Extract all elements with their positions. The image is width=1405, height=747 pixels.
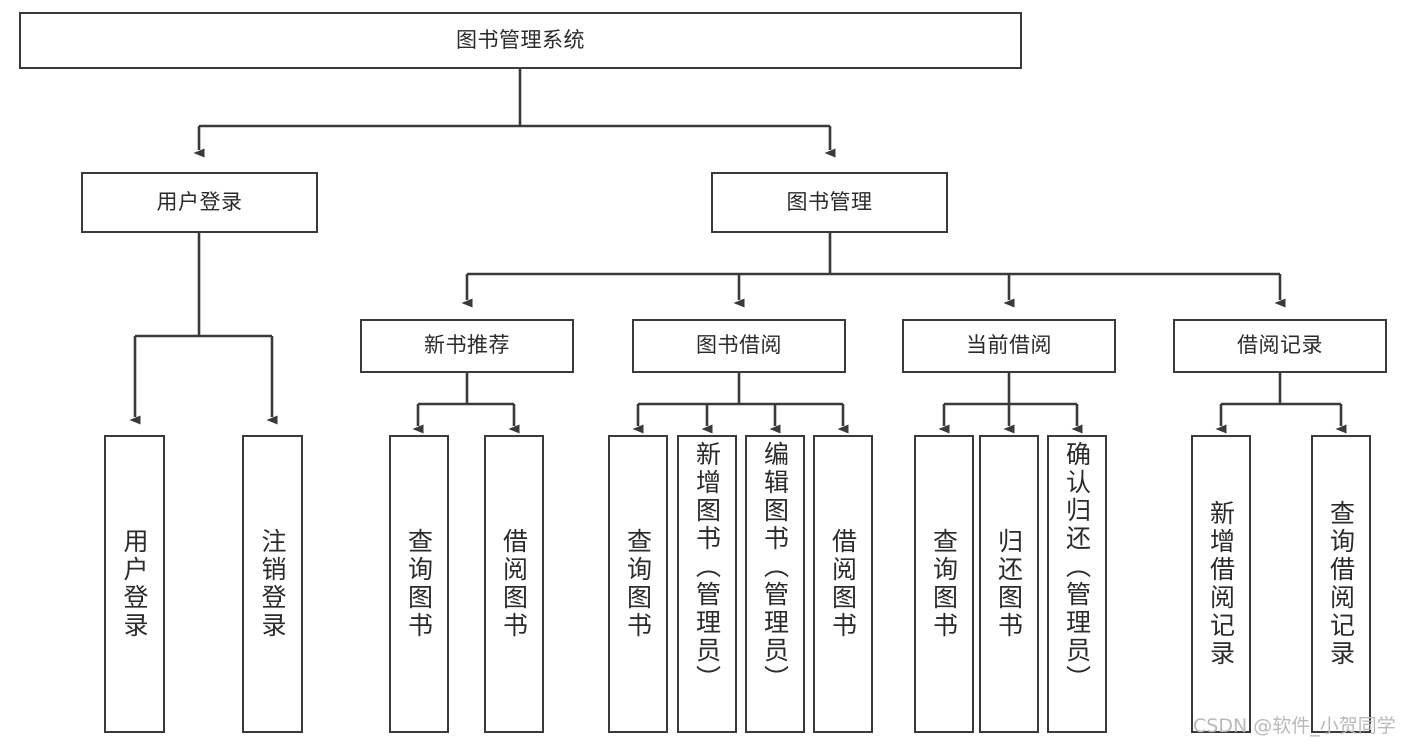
- node-user-login[interactable]: 用户登录: [81, 172, 318, 233]
- node-book-management[interactable]: 图书管理: [711, 172, 948, 233]
- node-new-book-recommend[interactable]: 新书推荐: [360, 319, 574, 373]
- node-label: 用户登录: [156, 189, 243, 214]
- leaf-edit-book-admin[interactable]: 编辑图书（管理员）: [745, 435, 805, 733]
- leaf-confirm-return-admin[interactable]: 确认归还（管理员）: [1047, 435, 1107, 733]
- leaf-user-login[interactable]: 用户登录: [104, 435, 165, 733]
- leaf-add-book-admin[interactable]: 新增图书（管理员）: [677, 435, 737, 733]
- node-label: 用户登录: [120, 528, 149, 640]
- node-borrow-records[interactable]: 借阅记录: [1173, 319, 1387, 373]
- node-label: 借阅图书: [499, 528, 529, 640]
- leaf-query-book-recommend[interactable]: 查询图书: [389, 435, 449, 733]
- leaf-query-book-borrow[interactable]: 查询图书: [608, 435, 668, 733]
- leaf-logout[interactable]: 注销登录: [242, 435, 303, 733]
- node-label: 确认归还（管理员）: [1062, 441, 1092, 693]
- node-label: 图书管理系统: [456, 27, 585, 52]
- leaf-borrow-book-recommend[interactable]: 借阅图书: [484, 435, 544, 733]
- leaf-return-book[interactable]: 归还图书: [979, 435, 1039, 733]
- node-label: 查询图书: [404, 528, 434, 640]
- leaf-add-borrow-record[interactable]: 新增借阅记录: [1191, 435, 1251, 733]
- node-current-borrow[interactable]: 当前借阅: [902, 319, 1116, 373]
- node-root-system[interactable]: 图书管理系统: [19, 12, 1022, 69]
- node-label: 编辑图书（管理员）: [760, 441, 790, 693]
- node-label: 注销登录: [258, 528, 287, 640]
- node-label: 图书管理: [786, 189, 873, 214]
- node-label: 查询图书: [929, 528, 959, 640]
- node-label: 查询借阅记录: [1326, 500, 1356, 668]
- node-book-borrow[interactable]: 图书借阅: [632, 319, 846, 373]
- leaf-query-book-current[interactable]: 查询图书: [914, 435, 974, 733]
- node-label: 新增图书（管理员）: [692, 441, 722, 693]
- leaf-query-borrow-record[interactable]: 查询借阅记录: [1311, 435, 1371, 733]
- node-label: 图书借阅: [696, 333, 782, 358]
- leaf-borrow-book[interactable]: 借阅图书: [813, 435, 873, 733]
- node-label: 当前借阅: [966, 333, 1052, 358]
- node-label: 新书推荐: [424, 333, 510, 358]
- node-label: 借阅记录: [1237, 333, 1323, 358]
- node-label: 借阅图书: [828, 528, 858, 640]
- csdn-watermark: CSDN @软件_小贺同学: [1193, 715, 1396, 737]
- node-label: 归还图书: [994, 528, 1024, 640]
- node-label: 新增借阅记录: [1206, 500, 1236, 668]
- node-label: 查询图书: [623, 528, 653, 640]
